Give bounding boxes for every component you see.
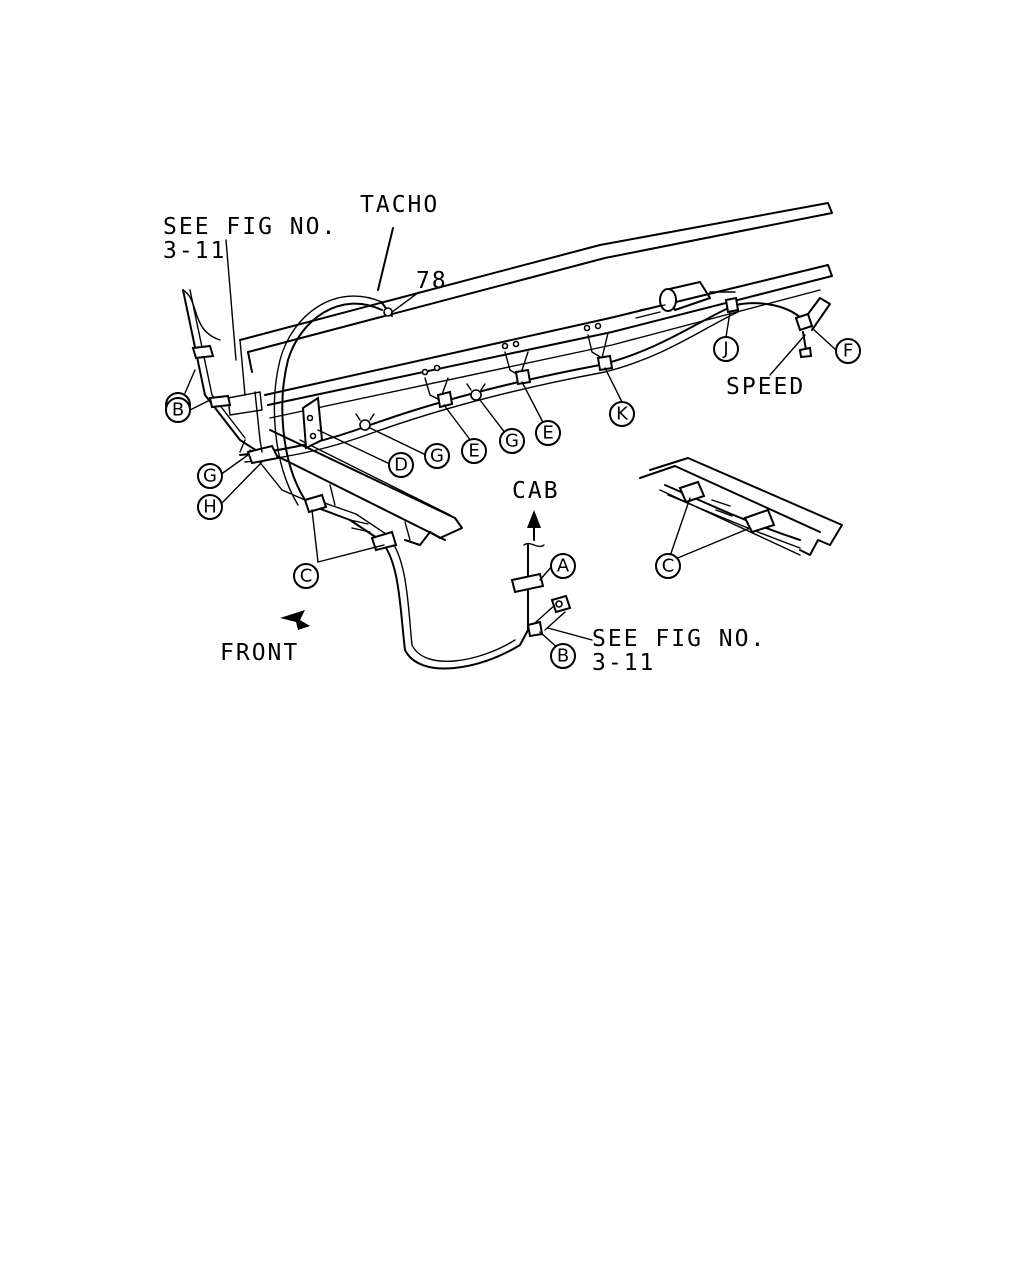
cab-cable (309, 499, 545, 670)
detail-inset (639, 457, 843, 556)
callout-letter: A (557, 556, 570, 577)
callout-d-mid: D (388, 452, 414, 478)
callout-a-cab: A (550, 553, 576, 579)
callout-g-left: G (197, 463, 223, 489)
callout-letter: J (722, 339, 728, 360)
callout-letter: B (172, 400, 184, 421)
callout-letter: C (300, 566, 313, 587)
speed-label: SPEED (726, 374, 805, 400)
callout-c-main: C (293, 563, 319, 589)
front-label: FRONT (220, 640, 299, 666)
front-arrow (280, 610, 310, 630)
see-fig-number-top: 3-11 (163, 238, 226, 264)
callout-letter: F (843, 341, 853, 362)
callout-f-right: F (835, 338, 861, 364)
callout-letter: G (430, 446, 444, 467)
callout-letter: B (557, 646, 569, 667)
drive-unit (635, 281, 736, 319)
see-fig-number-bottom: 3-11 (592, 650, 655, 676)
callout-c-detail: C (655, 553, 681, 579)
callout-letter: K (616, 404, 629, 425)
brackets-and-clips (191, 296, 831, 638)
callout-letter: G (505, 431, 519, 452)
crossmember (269, 429, 463, 546)
tacho-cable (273, 227, 394, 506)
callout-letter: E (542, 423, 553, 444)
part-number-78: 78 (416, 268, 448, 294)
callout-letter: E (468, 441, 479, 462)
callout-e-mid-1: E (461, 438, 487, 464)
callout-h-left: H (197, 494, 223, 520)
callout-letter: C (662, 556, 675, 577)
callout-b-left-drawn: B (165, 397, 191, 423)
callout-j-right: J (713, 336, 739, 362)
callout-k-mid: K (609, 401, 635, 427)
see-fig-label-top: SEE FIG NO. (163, 214, 337, 240)
frame-rails (227, 202, 833, 441)
callout-letter: G (203, 466, 217, 487)
callout-g-mid-2: G (499, 428, 525, 454)
cab-label: CAB (512, 478, 560, 504)
callout-b-cab: B (550, 643, 576, 669)
callout-letter: H (203, 497, 217, 518)
callout-e-mid-2: E (535, 420, 561, 446)
callout-letter: D (394, 455, 408, 476)
tacho-label: TACHO (360, 192, 439, 218)
callout-g-mid-1: G (424, 443, 450, 469)
see-fig-label-bottom: SEE FIG NO. (592, 626, 766, 652)
